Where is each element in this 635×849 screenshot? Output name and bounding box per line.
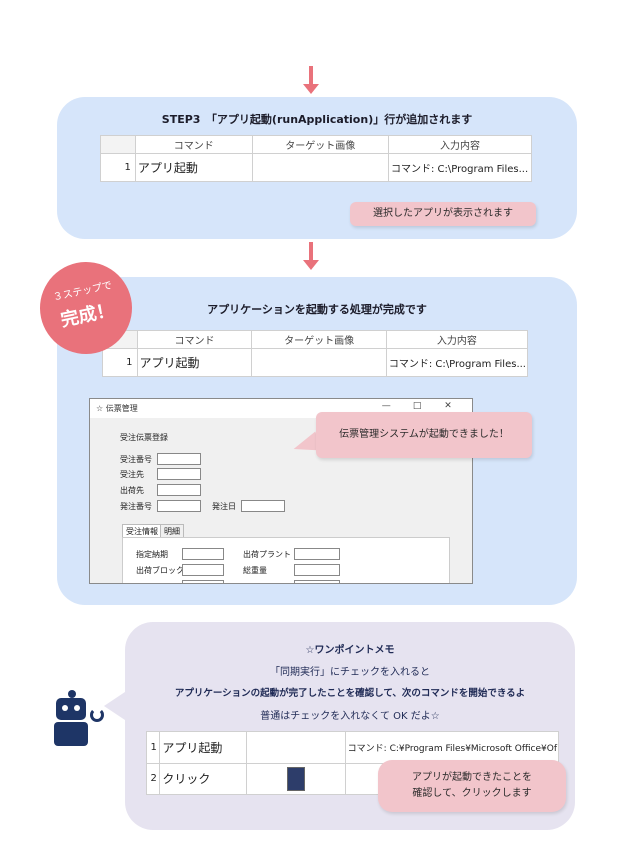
row-command[interactable]: クリック [159, 762, 247, 795]
step3-panel: STEP3 「アプリ起動(runApplication)」行が追加されます コマ… [57, 97, 577, 239]
row-command[interactable]: アプリ起動 [136, 348, 253, 377]
weight-label: 総重量 [243, 566, 267, 575]
complete-panel: アプリケーションを起動する処理が完成です コマンド ターゲット画像 入力内容 1… [57, 277, 577, 605]
tab-order-info[interactable]: 受注情報 [122, 524, 162, 538]
complete-command-table: コマンド ターゲット画像 入力内容 1 アプリ起動 コマンド: C:\Progr… [102, 330, 529, 377]
plant-field[interactable] [294, 548, 340, 560]
memo-line3: 普通はチェックを入れなくて OK だよ☆ [260, 711, 440, 722]
order-no-label: 受注番号 [120, 455, 152, 464]
down-arrow-icon [303, 66, 319, 96]
row-target-image[interactable] [251, 348, 387, 377]
step3-heading: STEP3 「アプリ起動(runApplication)」行が追加されます [161, 113, 473, 126]
partial-field[interactable] [182, 580, 224, 583]
memo-callout: アプリが起動できたことを 確認して、クリックします [378, 760, 566, 812]
delivery-label: 指定納期 [136, 550, 168, 559]
memo-line1: 「同期実行」にチェックを入れると [270, 667, 430, 678]
block-label: 出荷ブロック [136, 566, 184, 575]
issue-date-field[interactable] [241, 500, 285, 512]
complete-callout: 伝票管理システムが起動できました！ [316, 412, 532, 458]
ship-to-label: 出荷先 [120, 486, 144, 495]
ship-to-field[interactable] [157, 484, 201, 496]
partial-field[interactable] [294, 580, 340, 583]
table-row[interactable]: 1 アプリ起動 コマンド: C:\Program Files... [100, 153, 532, 182]
row-number-header [100, 135, 136, 154]
down-arrow-icon [303, 242, 319, 272]
tab-details[interactable]: 明細 [160, 524, 184, 538]
window-icon: ☆ [96, 404, 104, 413]
weight-field[interactable] [294, 564, 340, 576]
issue-no-label: 発注番号 [120, 502, 152, 511]
issue-no-field[interactable] [157, 500, 201, 512]
row-input[interactable]: コマンド: C:\Program Files... [385, 348, 529, 377]
row-input[interactable]: コマンド: C:\Program Files... [388, 153, 532, 182]
row-command[interactable]: アプリ起動 [134, 153, 253, 182]
issue-date-label: 発注日 [212, 502, 236, 511]
row-target-image[interactable] [245, 762, 346, 795]
row-number: 2 [145, 762, 161, 795]
memo-line2: アプリケーションの起動が完了したことを確認して、次のコマンドを開始できるよ [174, 688, 526, 699]
command-column-header: コマンド [134, 135, 253, 154]
step3-callout: 選択したアプリが表示されます [350, 202, 536, 226]
complete-heading: アプリケーションを起動する処理が完成です [207, 303, 427, 316]
block-field[interactable] [182, 564, 224, 576]
row-number: 1 [102, 348, 138, 377]
command-column-header: コマンド [136, 330, 253, 349]
memo-title: ☆ワンポイントメモ [305, 645, 395, 656]
window-title: 伝票管理 [105, 404, 138, 413]
customer-field[interactable] [157, 468, 201, 480]
input-column-header: 入力内容 [385, 330, 529, 349]
target-image-column-header: ターゲット画像 [251, 330, 387, 349]
maximize-icon[interactable]: □ [412, 401, 422, 411]
row-input[interactable]: コマンド: C:¥Program Files¥Microsoft Office¥… [344, 731, 560, 764]
order-no-field[interactable] [157, 453, 201, 465]
memo-callout-line2: 確認して、クリックします [412, 788, 532, 799]
table-row[interactable]: 1 アプリ起動 コマンド: C:¥Program Files¥Microsoft… [145, 731, 560, 764]
delivery-field[interactable] [182, 548, 224, 560]
minimize-icon[interactable]: — [381, 401, 391, 411]
plant-label: 出荷プラント [243, 550, 291, 559]
row-number: 1 [145, 731, 161, 764]
robot-head [56, 698, 86, 720]
step3-command-table: コマンド ターゲット画像 入力内容 1 アプリ起動 コマンド: C:\Progr… [100, 135, 532, 182]
form-title: 受注伝票登録 [120, 433, 168, 442]
close-icon[interactable]: ✕ [444, 401, 452, 411]
table-row[interactable]: 1 アプリ起動 コマンド: C:\Program Files... [102, 348, 529, 377]
row-number: 1 [100, 153, 136, 182]
robot-icon [52, 690, 112, 746]
customer-label: 受注先 [120, 470, 144, 479]
window-titlebar[interactable]: ☆ 伝票管理 — □ ✕ [90, 399, 472, 417]
row-target-image[interactable] [245, 731, 346, 764]
memo-pointer [104, 690, 128, 722]
tab-panel [122, 537, 450, 583]
memo-callout-line1: アプリが起動できたことを [412, 772, 532, 783]
input-column-header: 入力内容 [388, 135, 532, 154]
robot-body [54, 722, 88, 746]
row-command[interactable]: アプリ起動 [159, 731, 247, 764]
app-thumbnail-icon [286, 766, 305, 791]
target-image-column-header: ターゲット画像 [251, 135, 389, 154]
wrench-icon [90, 708, 104, 722]
row-target-image[interactable] [251, 153, 389, 182]
robot-antenna [68, 690, 76, 698]
